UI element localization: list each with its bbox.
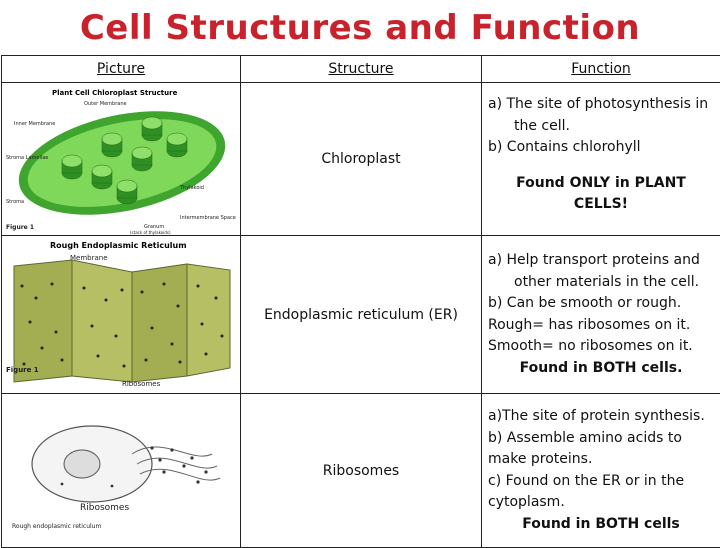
label-ribosomes: Ribosomes (122, 380, 161, 388)
chloroplast-diagram-heading: Plant Cell Chloroplast Structure (52, 89, 178, 97)
header-structure: Structure (241, 56, 482, 83)
label-stroma: Stroma (6, 199, 24, 205)
function-line: c) Found on the ER or in the cytoplasm. (488, 471, 714, 514)
table-row: Rough Endoplasmic Reticulum Membrane Rib… (2, 236, 720, 394)
label-inner-membrane: Inner Membrane (14, 121, 55, 127)
function-line: b) Assemble amino acids to make proteins… (488, 428, 714, 471)
nucleus-shape (64, 450, 100, 478)
function-line: Smooth= no ribosomes on it. (488, 336, 714, 358)
er-diagram-heading: Rough Endoplasmic Reticulum (50, 241, 187, 250)
label-rough-er: Rough endoplasmic reticulum (12, 523, 101, 530)
chloroplast-picture-cell: Plant Cell Chloroplast Structure Outer M… (2, 83, 241, 236)
function-line: Rough= has ribosomes on it. (488, 315, 714, 337)
label-intermembrane-space: Intermembrane Space (180, 215, 236, 221)
function-item: b) Contains chlorohyll (488, 137, 714, 159)
label-stroma-lamellae: Stroma Lamellae (6, 155, 48, 161)
function-item: a) The site of photosynthesis in the cel… (488, 94, 714, 137)
note-both-cells: Found in BOTH cells (488, 514, 714, 536)
note-plant-only: Found ONLY in PLANT CELLS! (488, 173, 714, 216)
function-er: a) Help transport proteins and other mat… (482, 236, 720, 394)
header-picture: Picture (2, 56, 241, 83)
function-item: a) Help transport proteins and other mat… (488, 250, 714, 293)
page-title: Cell Structures and Function (0, 8, 720, 48)
header-function: Function (482, 56, 720, 83)
figure-label: Figure 1 (6, 224, 34, 231)
structure-ribosomes: Ribosomes (241, 394, 482, 548)
function-ribosomes: a)The site of protein synthesis. b) Asse… (482, 394, 720, 548)
function-line: a)The site of protein synthesis. (488, 406, 714, 428)
er-diagram: Rough Endoplasmic Reticulum Membrane Rib… (2, 236, 240, 393)
function-chloroplast: a) The site of photosynthesis in the cel… (482, 83, 720, 236)
table-header-row: Picture Structure Function (2, 56, 720, 83)
label-granum-note: (stack of thylakoids) (130, 230, 171, 235)
ribosomes-picture-cell: Ribosomes Rough endoplasmic reticulum (2, 394, 241, 548)
note-both-cells: Found in BOTH cells. (488, 358, 714, 380)
label-ribosomes: Ribosomes (80, 503, 129, 513)
label-thylakoid: Thylakoid (179, 185, 204, 191)
structure-chloroplast: Chloroplast (241, 83, 482, 236)
chloroplast-diagram: Plant Cell Chloroplast Structure Outer M… (2, 83, 240, 235)
figure-label: Figure 1 (6, 366, 39, 374)
label-membrane: Membrane (70, 254, 108, 262)
ribosomes-diagram: Ribosomes Rough endoplasmic reticulum (2, 394, 240, 547)
er-picture-cell: Rough Endoplasmic Reticulum Membrane Rib… (2, 236, 241, 394)
label-outer-membrane: Outer Membrane (84, 101, 127, 107)
er-sheets (14, 260, 230, 382)
structure-er: Endoplasmic reticulum (ER) (241, 236, 482, 394)
table-row: Ribosomes Rough endoplasmic reticulum Ri… (2, 394, 720, 548)
table-row: Plant Cell Chloroplast Structure Outer M… (2, 83, 720, 236)
cell-structures-table: Picture Structure Function Plant Cell Ch… (1, 55, 720, 548)
function-item: b) Can be smooth or rough. (488, 293, 714, 315)
